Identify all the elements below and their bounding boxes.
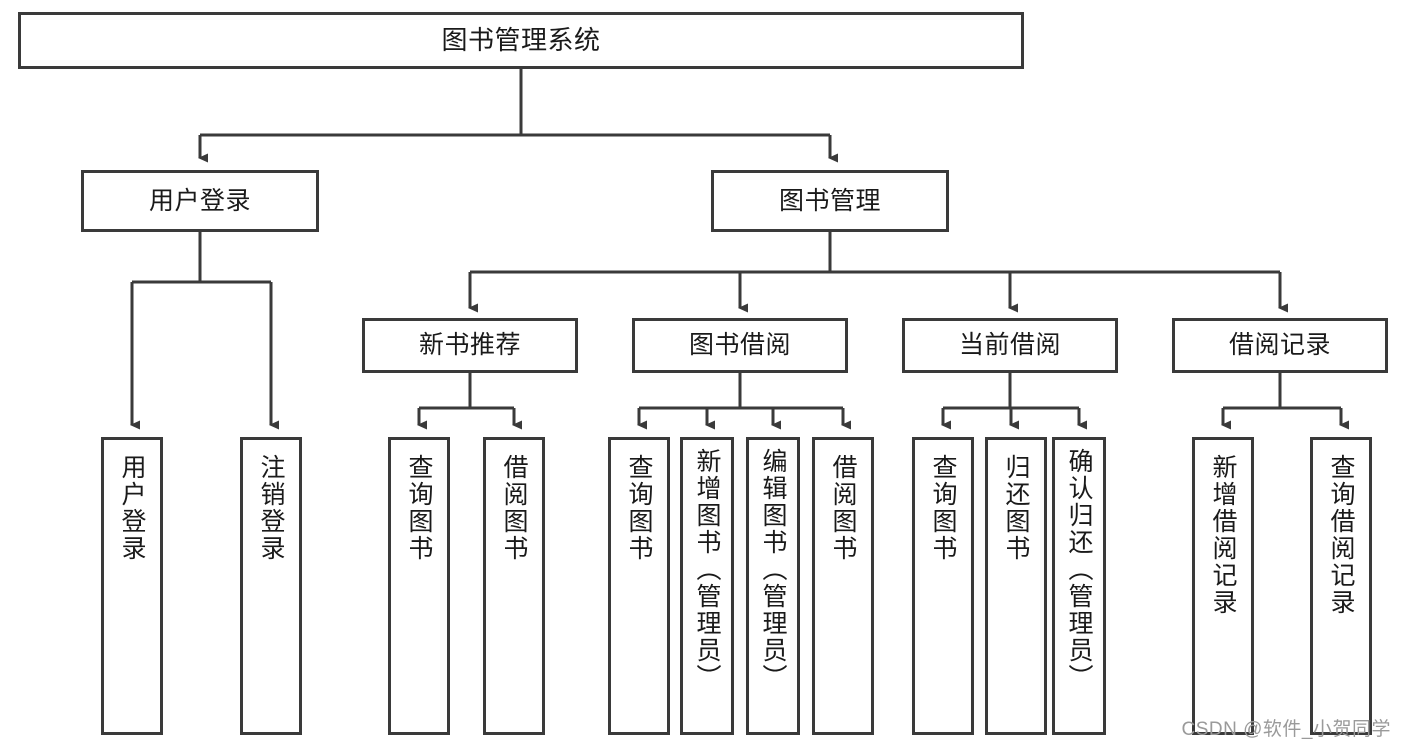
node-leaf-add-record[interactable]: 新增借阅记录: [1192, 437, 1254, 735]
node-leaf-add-book-label: 新增图书（管理员）: [693, 448, 721, 691]
node-borrow-record-label: 借阅记录: [1228, 331, 1331, 360]
node-leaf-add-record-label: 新增借阅记录: [1209, 454, 1237, 616]
node-leaf-edit-book-label: 编辑图书（管理员）: [759, 448, 787, 691]
node-book-borrow-label: 图书借阅: [688, 331, 791, 360]
node-leaf-return-book-label: 归还图书: [1002, 454, 1030, 562]
node-leaf-borrow-book-1[interactable]: 借阅图书: [483, 437, 545, 735]
node-leaf-query-book-1-label: 查询图书: [405, 454, 433, 562]
node-leaf-query-record[interactable]: 查询借阅记录: [1310, 437, 1372, 735]
node-current-borrow[interactable]: 当前借阅: [902, 318, 1118, 373]
node-user-login-label: 用户登录: [148, 186, 251, 215]
node-leaf-user-login-label: 用户登录: [118, 454, 146, 562]
node-root-label: 图书管理系统: [441, 24, 601, 55]
node-leaf-logout[interactable]: 注销登录: [240, 437, 302, 735]
node-borrow-record[interactable]: 借阅记录: [1172, 318, 1388, 373]
node-leaf-return-book[interactable]: 归还图书: [985, 437, 1047, 735]
node-leaf-borrow-book-2-label: 借阅图书: [829, 454, 857, 562]
node-leaf-confirm-return[interactable]: 确认归还（管理员）: [1052, 437, 1106, 735]
node-current-borrow-label: 当前借阅: [958, 331, 1061, 360]
node-leaf-query-book-2[interactable]: 查询图书: [608, 437, 670, 735]
node-leaf-logout-label: 注销登录: [257, 454, 285, 562]
node-book-borrow[interactable]: 图书借阅: [632, 318, 848, 373]
node-leaf-query-book-2-label: 查询图书: [625, 454, 653, 562]
node-leaf-query-record-label: 查询借阅记录: [1327, 454, 1355, 616]
node-book-manage-label: 图书管理: [778, 186, 881, 215]
node-new-book-rec[interactable]: 新书推荐: [362, 318, 578, 373]
node-book-manage[interactable]: 图书管理: [711, 170, 949, 232]
node-leaf-query-book-3-label: 查询图书: [929, 454, 957, 562]
node-leaf-query-book-1[interactable]: 查询图书: [388, 437, 450, 735]
node-new-book-rec-label: 新书推荐: [418, 331, 521, 360]
node-leaf-confirm-return-label: 确认归还（管理员）: [1065, 448, 1093, 691]
node-user-login[interactable]: 用户登录: [81, 170, 319, 232]
node-root[interactable]: 图书管理系统: [18, 12, 1024, 69]
node-leaf-add-book[interactable]: 新增图书（管理员）: [680, 437, 734, 735]
node-leaf-borrow-book-2[interactable]: 借阅图书: [812, 437, 874, 735]
node-leaf-user-login[interactable]: 用户登录: [101, 437, 163, 735]
node-leaf-query-book-3[interactable]: 查询图书: [912, 437, 974, 735]
node-leaf-edit-book[interactable]: 编辑图书（管理员）: [746, 437, 800, 735]
watermark: CSDN @软件_小贺同学: [1181, 719, 1391, 740]
node-leaf-borrow-book-1-label: 借阅图书: [500, 454, 528, 562]
